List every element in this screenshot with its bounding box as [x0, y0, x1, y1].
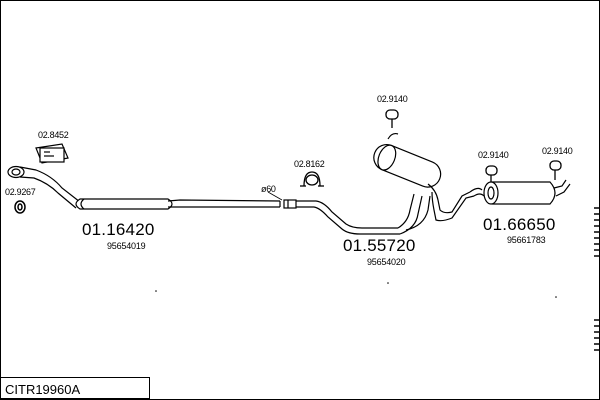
- rubber-hanger-icon: [385, 109, 399, 128]
- diameter-leader: [267, 191, 283, 201]
- clamp-icon: [300, 171, 324, 187]
- part-number: 01.66650: [483, 215, 556, 234]
- rubber-hanger-icon: [485, 165, 498, 182]
- part-number: 01.55720: [343, 236, 416, 255]
- front-pipe-01-16420: [7, 165, 281, 210]
- oe-number: 95661783: [507, 235, 546, 245]
- center-muffler: [373, 143, 442, 188]
- rubber-hanger-icon: [549, 160, 562, 180]
- diagram-code-box: CITR19960A: [0, 377, 150, 399]
- accessory-ref-label: 02.8162: [294, 159, 325, 169]
- accessory-ref-label: 02.9140: [478, 150, 509, 160]
- gasket-ring-icon: [14, 200, 26, 214]
- accessory-ref-label: 02.9267: [5, 187, 36, 197]
- accessory-ref-label: 02.9140: [377, 94, 408, 104]
- accessory-ref-label: 02.9140: [542, 146, 573, 156]
- edge-ticks: [594, 207, 600, 351]
- accessory-ref-label: 02.8452: [38, 130, 69, 140]
- fitting-kit-box: [35, 143, 69, 164]
- middle-pipe-01-55720: [283, 132, 475, 235]
- diagram-code: CITR19960A: [5, 382, 81, 397]
- oe-number: 95654020: [367, 257, 406, 267]
- pipe-diameter-label: ø60: [261, 184, 276, 194]
- oe-number: 95654019: [107, 241, 146, 251]
- part-number: 01.16420: [82, 220, 155, 239]
- rear-silencer-01-66650: [469, 179, 571, 205]
- front-resonator: [75, 198, 173, 210]
- pipe-joint: [283, 199, 297, 209]
